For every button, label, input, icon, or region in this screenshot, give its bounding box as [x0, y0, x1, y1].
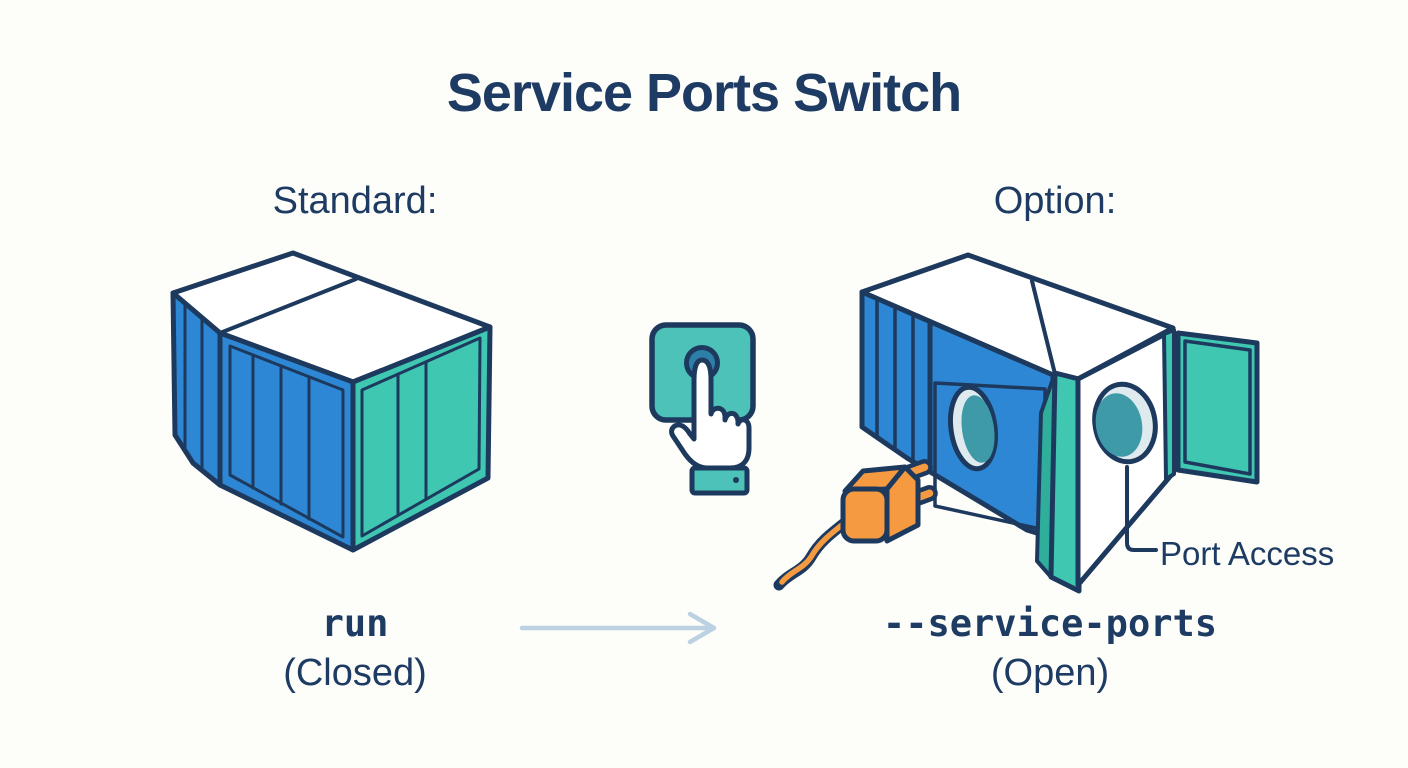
arrow-right-icon [519, 611, 717, 645]
closed-container-illustration [170, 250, 493, 553]
service-ports-command-label: --service-ports [882, 602, 1218, 645]
port-access-connector-line [1125, 465, 1158, 552]
container-top-seam [218, 277, 358, 335]
open-container [859, 252, 1260, 594]
closed-state-label: (Closed) [283, 652, 427, 694]
door-hinge-strip [1162, 328, 1176, 481]
cuff-dot [733, 477, 739, 483]
open-state-label: (Open) [990, 652, 1110, 694]
power-plug-icon [773, 459, 938, 591]
plug-cord [779, 518, 850, 585]
port-access-label: Port Access [1160, 535, 1335, 572]
push-button-hand-icon [649, 322, 756, 496]
option-heading: Option: [993, 180, 1117, 222]
container-top-seam [1030, 279, 1057, 376]
hand-cuff [689, 465, 750, 496]
standard-heading: Standard: [272, 180, 438, 222]
run-command-label: run [321, 602, 389, 645]
closed-container [170, 250, 493, 553]
open-container-illustration [773, 252, 1260, 594]
open-frame-panel [1048, 370, 1082, 594]
diagram-title: Service Ports Switch [446, 63, 962, 123]
pointing-hand [669, 357, 752, 471]
plug-front-face [840, 486, 890, 544]
open-door [1175, 330, 1260, 485]
container-right-face [350, 324, 493, 553]
door-inset-panel [1183, 339, 1252, 476]
